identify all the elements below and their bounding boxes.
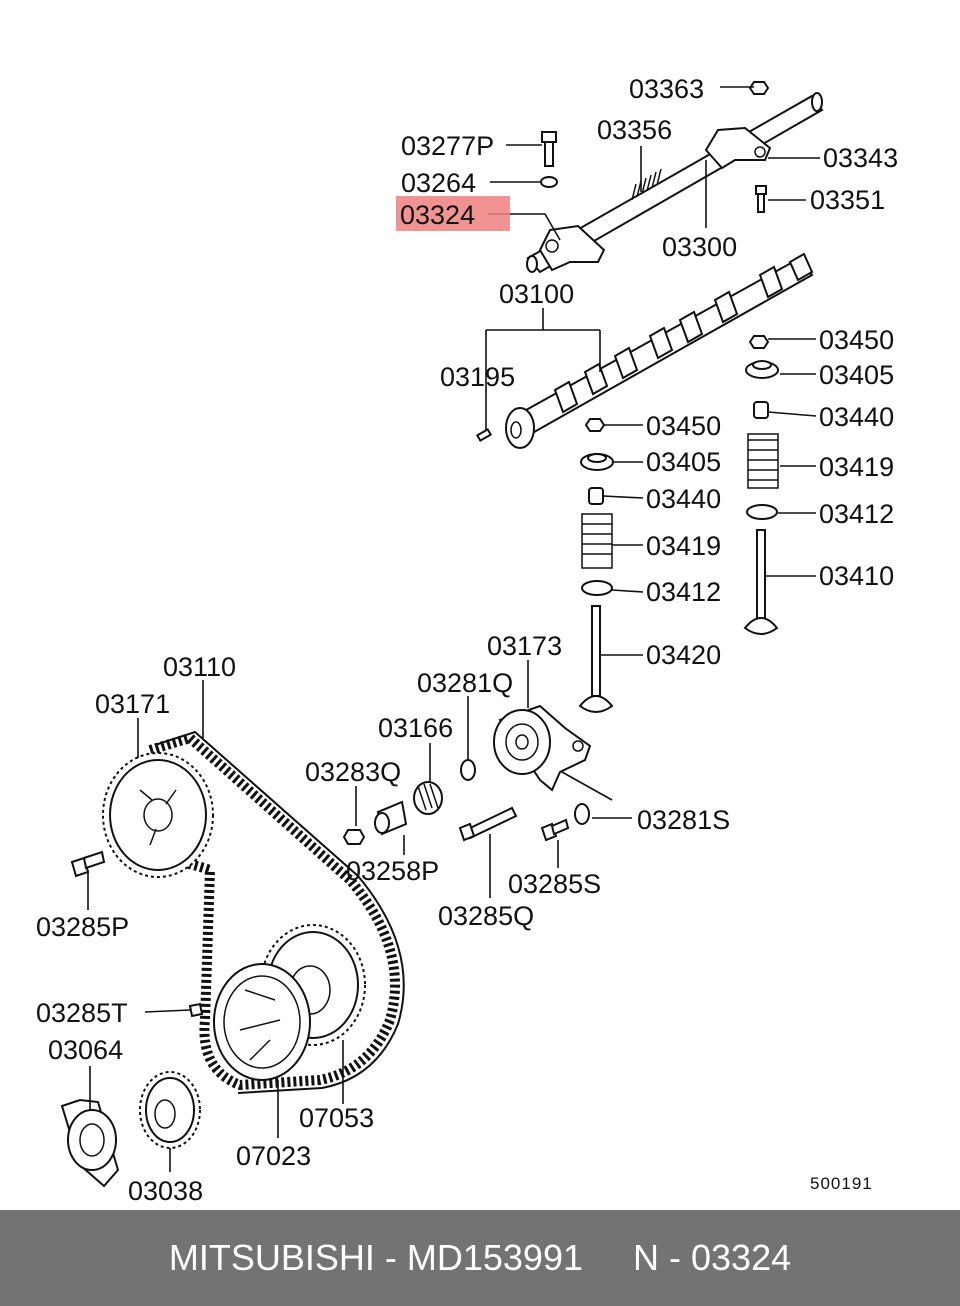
footer-bar: MITSUBISHI - MD153991 N - 03324 xyxy=(0,1210,960,1306)
part-label: 03420 xyxy=(646,640,721,670)
bolt-03285T xyxy=(188,1002,204,1018)
part-label: 03412 xyxy=(819,499,894,529)
flange-03064 xyxy=(60,1098,120,1188)
timing-belt-03110-outline xyxy=(154,730,405,1094)
part-label: 03264 xyxy=(401,168,476,198)
part-label: 03166 xyxy=(378,713,453,743)
part-label: 03277P xyxy=(401,131,494,161)
bolt-03351 xyxy=(755,185,767,213)
rocker-shaft-assembly xyxy=(526,92,824,274)
belt-tensioner xyxy=(493,704,592,792)
shaft-spring xyxy=(631,168,662,201)
washer-03281S xyxy=(574,803,590,825)
part-label: 03300 xyxy=(662,232,737,262)
bolt-03277P xyxy=(541,131,557,167)
part-label: 03419 xyxy=(646,531,721,561)
part-label: 03285S xyxy=(508,869,601,899)
part-label-highlighted: 03324 xyxy=(400,200,475,230)
part-label: 03281S xyxy=(637,805,730,835)
nut-03363 xyxy=(748,81,770,95)
part-label: 03412 xyxy=(646,577,721,607)
part-label: 03440 xyxy=(819,402,894,432)
part-label: 03450 xyxy=(646,411,721,441)
part-label: 03285T xyxy=(36,998,128,1028)
valve-train-left xyxy=(578,418,614,713)
part-label: 03100 xyxy=(499,279,574,309)
part-label: 03405 xyxy=(819,360,894,390)
valve-train-right xyxy=(743,335,779,635)
timing-belt-03110 xyxy=(148,732,400,1091)
bolt-03285P xyxy=(70,850,106,878)
nut-03283Q xyxy=(342,829,366,845)
spacer-03258P xyxy=(374,800,408,836)
part-label: 07023 xyxy=(236,1141,311,1171)
part-label: 07053 xyxy=(299,1103,374,1133)
drawing-code: 500191 xyxy=(810,1174,873,1193)
part-label: 03110 xyxy=(163,652,236,682)
part-label: 03195 xyxy=(440,362,515,392)
part-label: 03356 xyxy=(597,115,672,145)
balancer-sprocket-03038 xyxy=(139,1071,201,1149)
part-label: 03173 xyxy=(487,631,562,661)
footer-part-info: MITSUBISHI - MD153991 N - 03324 xyxy=(168,1237,792,1278)
plate-07023 xyxy=(213,963,311,1081)
camshaft-sprocket-03171 xyxy=(102,752,214,878)
camshaft xyxy=(505,252,814,449)
leader-lines xyxy=(87,86,820,1172)
part-label: 03343 xyxy=(823,143,898,173)
part-label: 03038 xyxy=(128,1176,203,1206)
part-label: 03281Q xyxy=(417,668,513,698)
washer-03264 xyxy=(540,176,558,188)
part-label: 03285Q xyxy=(438,901,534,931)
bolt-03285Q xyxy=(458,806,518,842)
part-label: 03450 xyxy=(819,325,894,355)
part-label: 03351 xyxy=(810,185,885,215)
part-label: 03171 xyxy=(95,689,170,719)
part-label: 03419 xyxy=(819,452,894,482)
part-label: 03410 xyxy=(819,561,894,591)
bolt-03285S xyxy=(540,818,570,842)
spring-03166 xyxy=(413,781,443,815)
highlight-box-03324 xyxy=(396,196,510,231)
exploded-parts-diagram: 03363 03277P 03356 03343 03264 03324 033… xyxy=(36,74,898,1206)
part-label: 03283Q xyxy=(305,757,401,787)
part-label: 03440 xyxy=(646,484,721,514)
washer-03281Q xyxy=(460,759,476,781)
part-label: 03405 xyxy=(646,447,721,477)
part-label: 03363 xyxy=(629,74,704,104)
part-label: 03258P xyxy=(346,856,439,886)
part-label: 03285P xyxy=(36,912,129,942)
part-label: 03064 xyxy=(48,1035,123,1065)
pin-03195 xyxy=(475,428,493,442)
